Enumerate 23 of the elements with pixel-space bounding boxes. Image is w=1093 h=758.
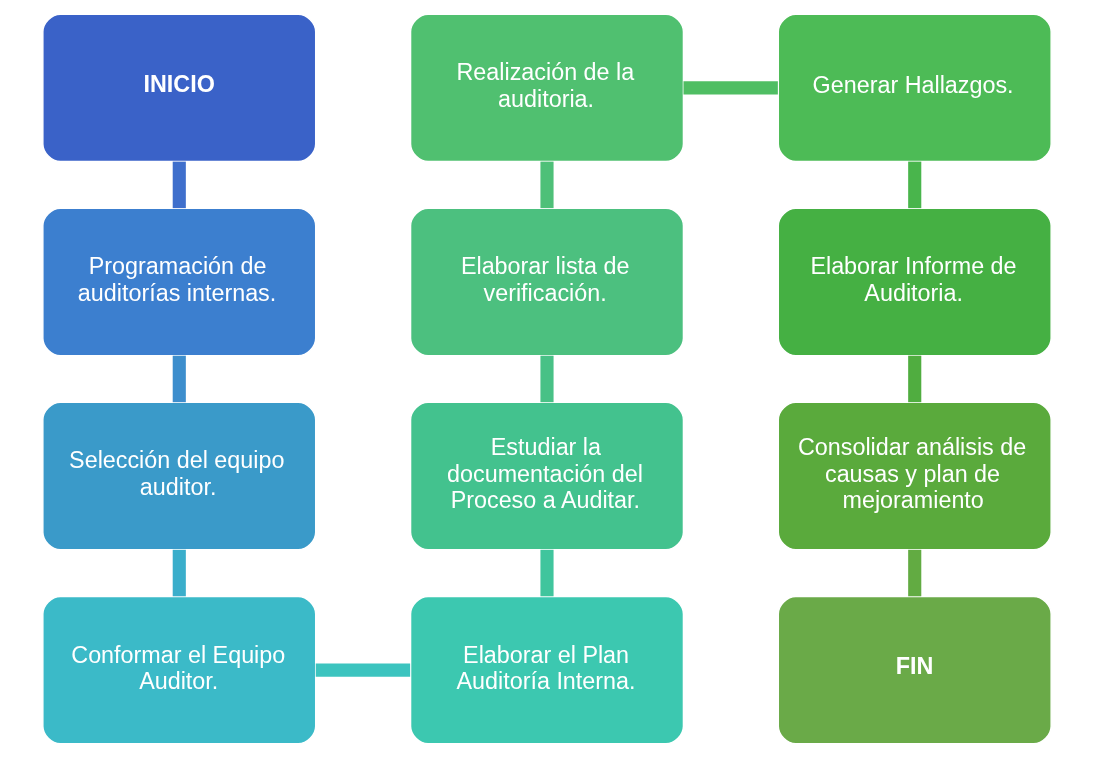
node-box: Elaborar lista de verificación. <box>409 207 684 357</box>
node-box: Realización de la auditoria. <box>409 13 684 163</box>
connector <box>539 549 554 597</box>
connector <box>315 663 410 677</box>
connector <box>172 355 186 403</box>
connector <box>539 355 554 403</box>
connector <box>539 161 554 209</box>
node-box: Programación de auditorías internas. <box>41 207 316 357</box>
connector <box>682 81 778 95</box>
node-box: Estudiar la documentación del Proceso a Auditar. <box>409 401 684 551</box>
node-box: Generar Hallazgos. <box>777 13 1052 163</box>
node-box: Conformar el Equipo Auditor. <box>41 595 316 745</box>
connector <box>907 355 921 403</box>
node-box: FIN <box>777 595 1052 745</box>
node-box: Elaborar Informe de Auditoria. <box>777 207 1052 357</box>
node-box: Selección del equipo auditor. <box>41 401 316 551</box>
connector <box>907 549 921 597</box>
node-box: Elaborar el Plan Auditoría Interna. <box>409 595 684 745</box>
node-box: INICIO <box>41 13 316 163</box>
node-box: Consolidar análisis de causas y plan de mejoramiento <box>777 401 1052 551</box>
connector <box>172 161 186 209</box>
connector <box>907 161 921 209</box>
connector <box>172 549 186 597</box>
